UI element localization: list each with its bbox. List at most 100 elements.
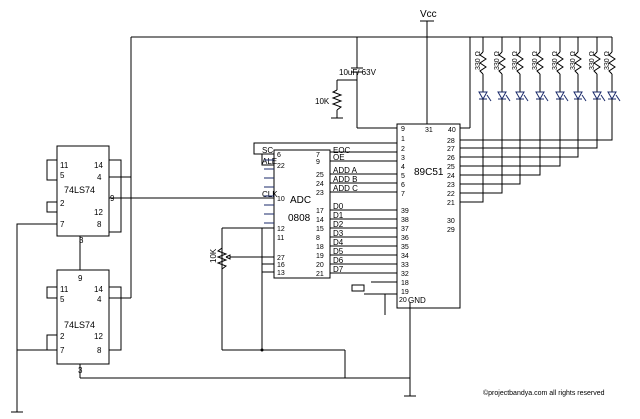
ff-top-pin-2: 2	[60, 199, 65, 208]
adc-right-pin-23: 23	[316, 190, 324, 197]
adc-left-pin-10: 10	[277, 196, 285, 203]
adc-left-pin-12: 12	[277, 226, 285, 233]
mcu-left-pin-1: 1	[401, 136, 405, 143]
adc-right-pin-20: 20	[316, 262, 324, 269]
adc-right-pin-21: 21	[316, 271, 324, 278]
pot-label: 10K	[209, 248, 218, 263]
mcu-left-pin-19: 19	[401, 289, 409, 296]
adc-right-pin-18: 18	[316, 244, 324, 251]
mcu-left-pin-6: 6	[401, 182, 405, 189]
ff-top-pin-7: 7	[60, 220, 65, 229]
led-resistor-label: 330 Ω	[475, 51, 482, 70]
led-channel: 330 Ω	[460, 37, 621, 141]
led-channel: 330 Ω	[460, 37, 569, 167]
ff-top-name: 74LS74	[64, 185, 95, 195]
ff-top-pin-5: 5	[60, 171, 65, 180]
vcc-label: Vcc	[420, 9, 437, 20]
led-channel: 330 Ω	[460, 37, 587, 158]
led-resistor-label: 330 Ω	[604, 51, 611, 70]
adc-right-pin-9: 9	[316, 159, 320, 166]
adc-left-label-22: ALE	[262, 157, 277, 166]
reset-network: 10uF/ 63V 10K	[315, 37, 397, 129]
led-channel: 330 Ω	[460, 37, 492, 203]
adc-right-label-7: EOC	[333, 146, 351, 155]
adc-right-pin-19: 19	[316, 253, 324, 260]
adc-right-label-15: D2	[333, 220, 344, 229]
ff-top-pin-4: 4	[97, 173, 102, 182]
mcu-left-pin-2: 2	[401, 146, 405, 153]
adc-right-pin-15: 15	[316, 226, 324, 233]
led-resistor-label: 330 Ω	[570, 51, 577, 70]
adc-right-label-24: ADD B	[333, 175, 357, 184]
ff-bottom-pin-8: 8	[97, 346, 102, 355]
adc-name: ADC	[290, 195, 311, 206]
mcu-89c51: 89C51 31 40 GND	[396, 123, 461, 309]
adc-right-pin-14: 14	[316, 217, 324, 224]
mcu-left-pin-9: 9	[401, 126, 405, 133]
mcu-right-pin-30: 30	[447, 218, 455, 225]
adc-right-label-19: D5	[333, 247, 344, 256]
adc-right-label-9: OE	[333, 153, 345, 162]
mcu-left-pin-4: 4	[401, 164, 405, 171]
ff-bottom-pin-4: 4	[97, 295, 102, 304]
mcu-right-pin-23: 23	[447, 182, 455, 189]
mcu-pin-31: 31	[425, 127, 433, 134]
ff-top-pin-14: 14	[94, 161, 103, 170]
copyright-text: ©projectbandya.com all rights reserved	[483, 389, 605, 397]
control-wiring: 10K	[80, 142, 416, 397]
led-channel: 330 Ω	[460, 37, 511, 194]
adc-part: 0808	[288, 213, 311, 224]
mcu-left-pin-38: 38	[401, 217, 409, 224]
adc-left-pin-13: 13	[277, 270, 285, 277]
mcu-right-pin-25: 25	[447, 164, 455, 171]
led-channel: 330 Ω	[460, 37, 529, 185]
ff-top-pin-12: 12	[94, 208, 103, 217]
adc-right-label-18: D4	[333, 238, 344, 247]
mcu-left-pin-37: 37	[401, 226, 409, 233]
adc-right-label-20: D6	[333, 256, 344, 265]
ff-top-pin-11: 11	[60, 161, 69, 170]
adc-0808: ADC 0808	[273, 149, 331, 279]
mcu-left-pin-5: 5	[401, 173, 405, 180]
led-resistor-label: 330 Ω	[589, 51, 596, 70]
vcc-rail: Vcc	[130, 9, 612, 298]
mcu-left-pin-20: 20	[399, 297, 407, 304]
mcu-gnd-label: GND	[408, 296, 426, 305]
ff-bottom-pin-14: 14	[94, 285, 103, 294]
mcu-right-pin-26: 26	[447, 155, 455, 162]
adc-left-label-10: CLK	[262, 190, 278, 199]
mcu-right-pin-22: 22	[447, 191, 455, 198]
mcu-right-pin-29: 29	[447, 227, 455, 234]
mcu-name: 89C51	[414, 167, 444, 178]
mcu-left-pin-36: 36	[401, 235, 409, 242]
ff-bottom-name: 74LS74	[64, 320, 95, 330]
mcu-left-pin-3: 3	[401, 155, 405, 162]
mcu-right-pin-21: 21	[447, 200, 455, 207]
ff-bottom-pin-7: 7	[60, 346, 65, 355]
ff-top-pin-8: 8	[97, 220, 102, 229]
adc-left-pin-16: 16	[277, 262, 285, 269]
adc-left-pin-27: 27	[277, 255, 285, 262]
mcu-left-pin-35: 35	[401, 244, 409, 251]
adc-right-label-17: D0	[333, 202, 344, 211]
ff-bottom-pin-2: 2	[60, 332, 65, 341]
mcu-left-pin-7: 7	[401, 191, 405, 198]
led-channel: 330 Ω	[460, 37, 549, 176]
ff-bottom-pin-11: 11	[60, 285, 69, 294]
mcu-pin-40: 40	[448, 127, 456, 134]
led-resistor-label: 330 Ω	[552, 51, 559, 70]
mcu-left-pin-33: 33	[401, 262, 409, 269]
adc-right-label-23: ADD C	[333, 184, 358, 193]
mcu-left-pin-18: 18	[401, 280, 409, 287]
ff-bottom-pin-9: 9	[78, 274, 83, 283]
adc-right-pin-24: 24	[316, 181, 324, 188]
adc-right-label-21: D7	[333, 265, 344, 274]
adc-right-pin-8: 8	[316, 235, 320, 242]
adc-right-label-25: ADD A	[333, 166, 358, 175]
adc-left-label-6: SC	[262, 146, 273, 155]
led-resistor-label: 330 Ω	[512, 51, 519, 70]
ff-top: 74LS74 11 5 2 7 14 4 12 8 9 3	[16, 145, 131, 412]
